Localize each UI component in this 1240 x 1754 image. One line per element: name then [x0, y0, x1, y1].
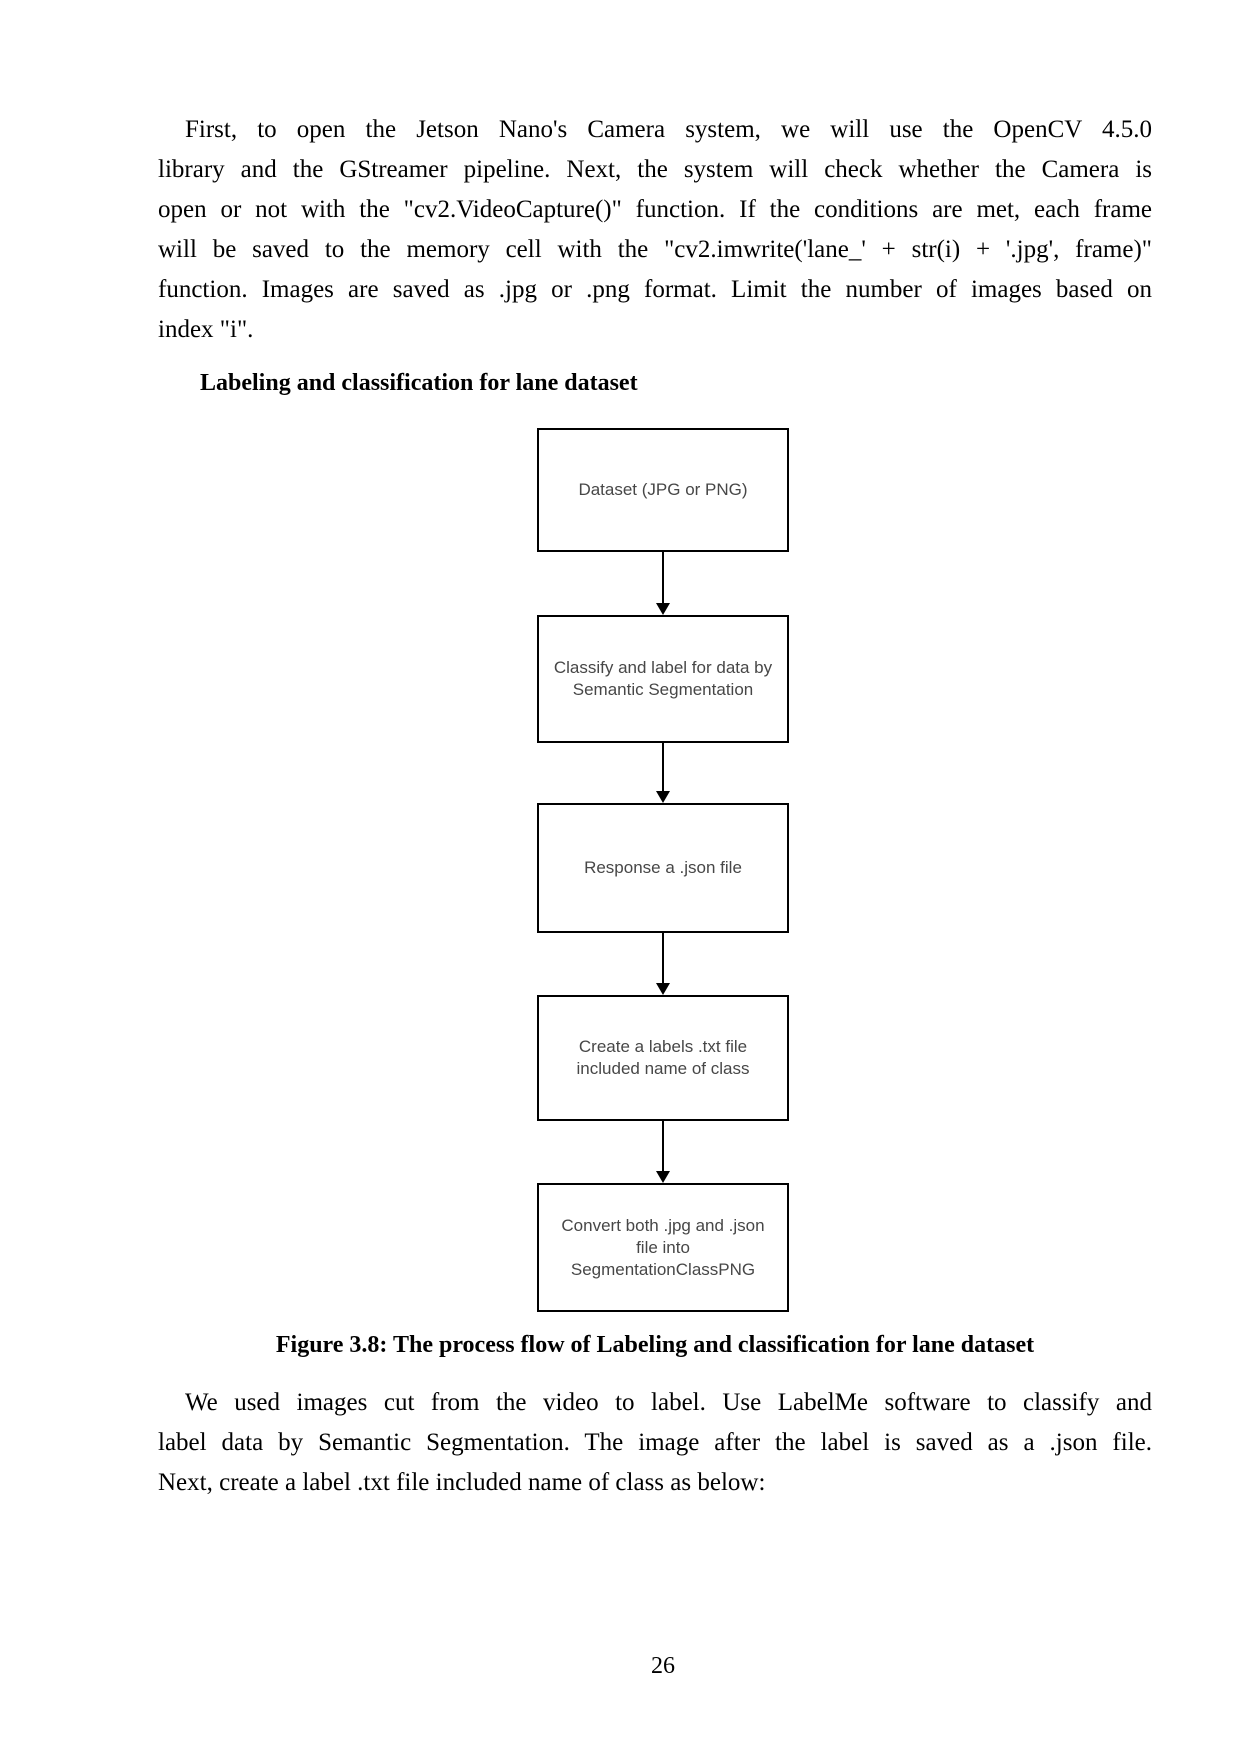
flow-arrow-line [662, 743, 664, 791]
paragraph-line: We used images cut from the video to lab… [185, 1389, 1152, 1416]
flowchart-box-create-labels-txt: Create a labels .txt file included name … [537, 995, 789, 1121]
flowchart-box-label: Dataset (JPG or PNG) [578, 480, 748, 499]
paragraph-line: open or not with the "cv2.VideoCapture()… [158, 196, 1152, 223]
flowchart-box-label: Create a labels .txt file included name … [576, 1037, 750, 1078]
flowchart-box-label: Response a .json file [584, 858, 742, 877]
flowchart-box-label: Convert both .jpg and .json file into Se… [561, 1215, 765, 1279]
flow-arrow-down-icon [656, 1171, 670, 1183]
paragraph-line: Next, create a label .txt file included … [158, 1469, 766, 1496]
flowchart-box-classify-label: Classify and label for data by Semantic … [537, 615, 789, 743]
paragraph-camera-system: First, to open the Jetson Nano's Camera … [158, 110, 1152, 350]
page-number: 26 [651, 1653, 675, 1679]
section-heading: Labeling and classification for lane dat… [200, 370, 638, 396]
paragraph-labelme: We used images cut from the video to lab… [158, 1383, 1152, 1503]
flow-arrow-down-icon [656, 791, 670, 803]
figure-caption: Figure 3.8: The process flow of Labeling… [275, 1332, 1035, 1358]
flowchart-box-response-json: Response a .json file [537, 803, 789, 933]
paragraph-line: index "i". [158, 316, 254, 343]
paragraph-line: library and the GStreamer pipeline. Next… [158, 156, 1152, 183]
flow-arrow-down-icon [656, 603, 670, 615]
flowchart-box-label: Classify and label for data by Semantic … [553, 658, 773, 699]
flow-arrow-line [662, 552, 664, 603]
flowchart-box-convert-segmentation: Convert both .jpg and .json file into Se… [537, 1183, 789, 1312]
flow-arrow-line [662, 933, 664, 983]
flow-arrow-line [662, 1121, 664, 1171]
paragraph-line: First, to open the Jetson Nano's Camera … [185, 116, 1152, 143]
paragraph-line: label data by Semantic Segmentation. The… [158, 1429, 1152, 1456]
paragraph-line: will be saved to the memory cell with th… [158, 236, 1152, 263]
paragraph-line: function. Images are saved as .jpg or .p… [158, 276, 1152, 303]
flow-arrow-down-icon [656, 983, 670, 995]
flowchart-box-dataset: Dataset (JPG or PNG) [537, 428, 789, 552]
